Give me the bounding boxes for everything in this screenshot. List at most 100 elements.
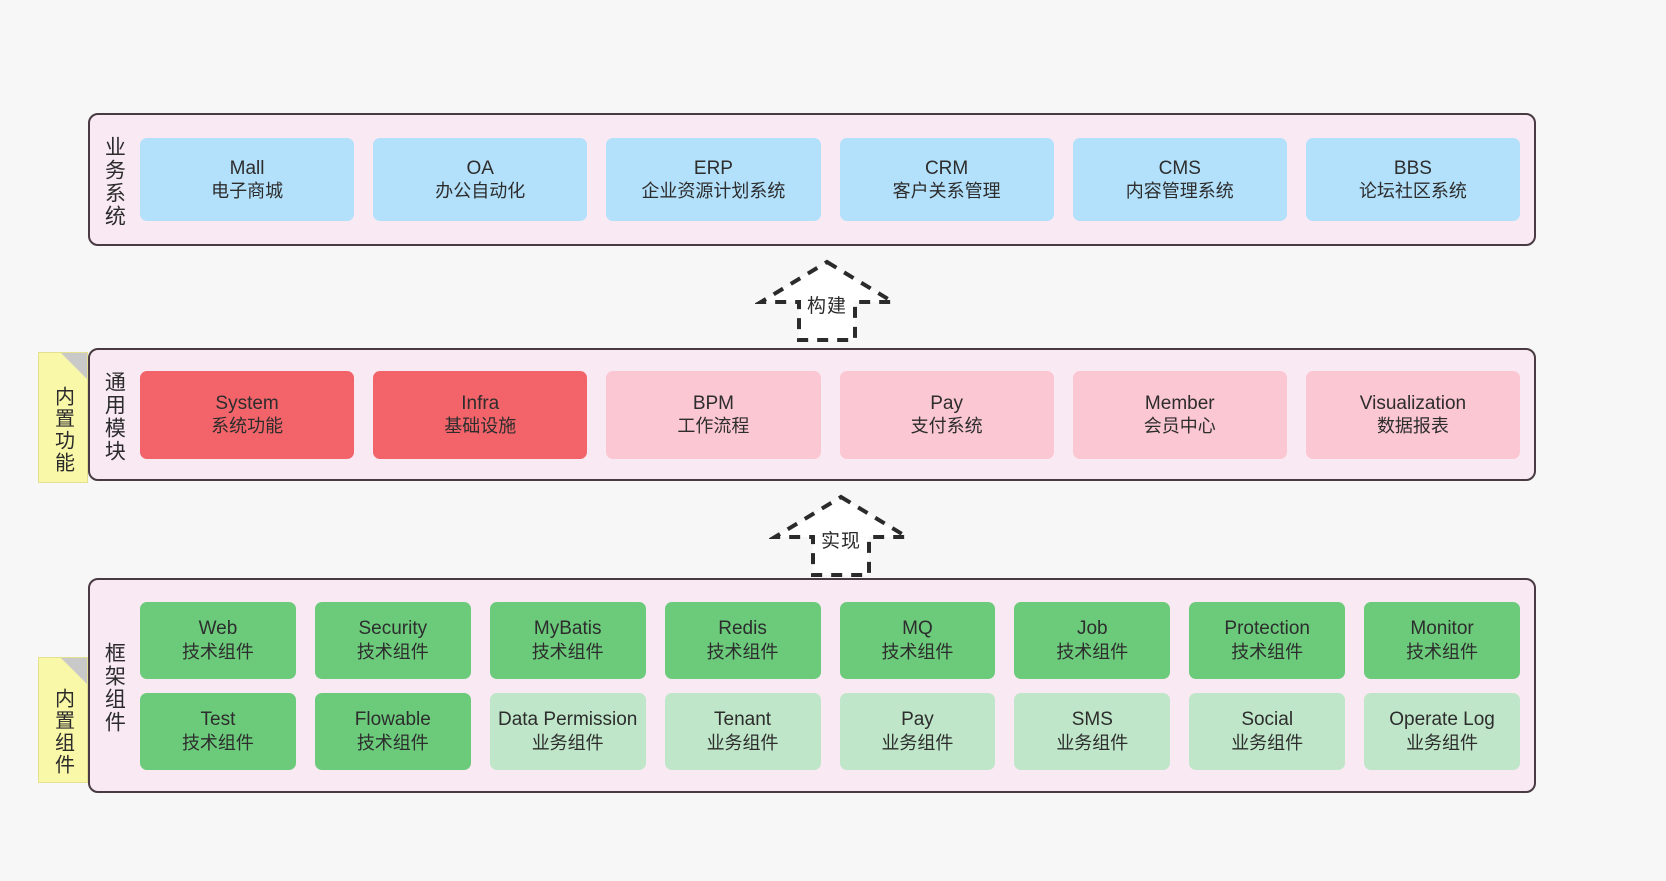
card-title-en: BBS bbox=[1393, 157, 1432, 179]
card-title-cn: 内容管理系统 bbox=[1125, 181, 1234, 202]
card-title-cn: 业务组件 bbox=[531, 732, 604, 753]
card-title-en: Operate Log bbox=[1389, 709, 1495, 731]
card-title-en: Security bbox=[358, 618, 428, 640]
card-sms[interactable]: SMS 业务组件 bbox=[1014, 692, 1171, 770]
card-security[interactable]: Security 技术组件 bbox=[314, 601, 471, 679]
card-tenant[interactable]: Tenant 业务组件 bbox=[664, 692, 821, 770]
note-fold-corner-icon bbox=[61, 658, 87, 684]
card-title-en: Visualization bbox=[1359, 392, 1467, 414]
card-title-en: Tenant bbox=[714, 709, 772, 731]
card-erp[interactable]: ERP 企业资源计划系统 bbox=[606, 138, 821, 221]
card-title-cn: 工作流程 bbox=[677, 416, 750, 437]
card-title-cn: 业务组件 bbox=[881, 732, 954, 753]
note-builtin-feature: 内置功能 bbox=[38, 352, 88, 483]
card-member[interactable]: Member 会员中心 bbox=[1072, 370, 1287, 459]
card-title-en: Monitor bbox=[1410, 618, 1474, 640]
card-title-cn: 系统功能 bbox=[211, 416, 284, 437]
card-pay-component[interactable]: Pay 业务组件 bbox=[839, 692, 996, 770]
card-title-en: BPM bbox=[692, 392, 735, 414]
arrow-implement: 实现 bbox=[769, 493, 913, 579]
arrow-build: 构建 bbox=[755, 258, 899, 344]
card-title-cn: 技术组件 bbox=[356, 641, 429, 662]
card-title-en: Web bbox=[198, 618, 238, 640]
card-title-en: CRM bbox=[924, 157, 969, 179]
card-infra[interactable]: Infra 基础设施 bbox=[373, 370, 588, 459]
card-visualization[interactable]: Visualization 数据报表 bbox=[1305, 370, 1521, 459]
note-builtin-component-label: 内置组件 bbox=[51, 688, 74, 776]
layer-business-system-label: 业务系统 bbox=[102, 135, 126, 228]
card-cms[interactable]: CMS 内容管理系统 bbox=[1072, 138, 1287, 221]
framework-component-row-1: Web 技术组件 Security 技术组件 MyBatis 技术组件 Redi… bbox=[140, 601, 1520, 679]
card-mybatis[interactable]: MyBatis 技术组件 bbox=[489, 601, 646, 679]
card-protection[interactable]: Protection 技术组件 bbox=[1189, 601, 1346, 679]
card-title-cn: 业务组件 bbox=[1231, 732, 1304, 753]
card-title-cn: 技术组件 bbox=[531, 641, 604, 662]
layer-framework-component-label: 框架组件 bbox=[102, 641, 126, 734]
arrow-build-shape bbox=[755, 259, 899, 342]
card-title-cn: 企业资源计划系统 bbox=[641, 181, 786, 202]
card-title-en: Mall bbox=[229, 157, 265, 179]
card-title-en: Protection bbox=[1224, 618, 1310, 640]
layer-common-module-label: 通用模块 bbox=[102, 370, 126, 463]
card-redis[interactable]: Redis 技术组件 bbox=[664, 601, 821, 679]
card-title-en: MyBatis bbox=[533, 618, 602, 640]
card-title-en: Data Permission bbox=[497, 709, 638, 731]
card-title-cn: 客户关系管理 bbox=[892, 181, 1001, 202]
card-monitor[interactable]: Monitor 技术组件 bbox=[1364, 601, 1520, 679]
card-title-cn: 会员中心 bbox=[1143, 416, 1216, 437]
card-title-cn: 技术组件 bbox=[706, 641, 779, 662]
card-web[interactable]: Web 技术组件 bbox=[140, 601, 296, 679]
card-title-en: CMS bbox=[1158, 157, 1201, 179]
common-module-card-row: System 系统功能 Infra 基础设施 BPM 工作流程 Pay 支付系统… bbox=[140, 370, 1521, 459]
card-system[interactable]: System 系统功能 bbox=[140, 370, 355, 459]
card-flowable[interactable]: Flowable 技术组件 bbox=[314, 692, 471, 770]
card-data-permission[interactable]: Data Permission 业务组件 bbox=[489, 692, 646, 770]
card-title-cn: 业务组件 bbox=[706, 732, 779, 753]
card-test[interactable]: Test 技术组件 bbox=[140, 692, 296, 770]
card-title-cn: 技术组件 bbox=[181, 641, 254, 662]
card-job[interactable]: Job 技术组件 bbox=[1014, 601, 1171, 679]
card-title-en: System bbox=[215, 392, 279, 414]
card-title-cn: 技术组件 bbox=[181, 732, 254, 753]
card-title-cn: 论坛社区系统 bbox=[1358, 181, 1467, 202]
card-title-cn: 技术组件 bbox=[881, 641, 954, 662]
card-title-en: Job bbox=[1076, 618, 1108, 640]
note-builtin-feature-label: 内置功能 bbox=[51, 385, 74, 474]
card-mq[interactable]: MQ 技术组件 bbox=[839, 601, 996, 679]
framework-component-row-2: Test 技术组件 Flowable 技术组件 Data Permission … bbox=[140, 692, 1520, 770]
card-title-cn: 技术组件 bbox=[356, 732, 429, 753]
card-title-cn: 技术组件 bbox=[1406, 641, 1479, 662]
card-title-cn: 基础设施 bbox=[444, 416, 517, 437]
layer-framework-component: 框架组件 Web 技术组件 Security 技术组件 MyBatis 技术组件 bbox=[88, 578, 1536, 793]
card-title-cn: 技术组件 bbox=[1056, 641, 1129, 662]
card-title-en: OA bbox=[466, 157, 494, 179]
arrow-implement-label: 实现 bbox=[820, 531, 861, 552]
card-operate-log[interactable]: Operate Log 业务组件 bbox=[1364, 692, 1520, 770]
card-title-cn: 支付系统 bbox=[910, 416, 983, 437]
note-fold-corner-icon bbox=[61, 353, 87, 379]
card-title-cn: 业务组件 bbox=[1056, 732, 1129, 753]
card-oa[interactable]: OA 办公自动化 bbox=[373, 138, 588, 221]
card-title-cn: 办公自动化 bbox=[435, 181, 526, 202]
business-system-card-row: Mall 电子商城 OA 办公自动化 ERP 企业资源计划系统 CRM 客户关系… bbox=[140, 138, 1521, 221]
card-title-en: Pay bbox=[901, 709, 934, 731]
card-bpm[interactable]: BPM 工作流程 bbox=[606, 370, 821, 459]
card-mall[interactable]: Mall 电子商城 bbox=[140, 138, 355, 221]
card-title-cn: 业务组件 bbox=[1406, 732, 1479, 753]
card-title-en: Social bbox=[1241, 709, 1294, 731]
framework-component-grid: Web 技术组件 Security 技术组件 MyBatis 技术组件 Redi… bbox=[140, 601, 1520, 770]
card-social[interactable]: Social 业务组件 bbox=[1189, 692, 1346, 770]
card-title-en: Redis bbox=[718, 618, 767, 640]
card-crm[interactable]: CRM 客户关系管理 bbox=[839, 138, 1054, 221]
card-title-en: Pay bbox=[930, 392, 963, 414]
card-title-en: Member bbox=[1144, 392, 1215, 414]
layer-common-module-body: System 系统功能 Infra 基础设施 BPM 工作流程 Pay 支付系统… bbox=[136, 350, 1534, 479]
card-title-en: Flowable bbox=[354, 709, 431, 731]
card-pay[interactable]: Pay 支付系统 bbox=[839, 370, 1054, 459]
card-title-cn: 电子商城 bbox=[211, 181, 284, 202]
card-title-en: MQ bbox=[902, 618, 933, 640]
arrow-build-label: 构建 bbox=[806, 296, 847, 317]
layer-business-system: 业务系统 Mall 电子商城 OA 办公自动化 ERP 企业资源计划系统 CRM… bbox=[88, 113, 1536, 246]
card-bbs[interactable]: BBS 论坛社区系统 bbox=[1305, 138, 1521, 221]
